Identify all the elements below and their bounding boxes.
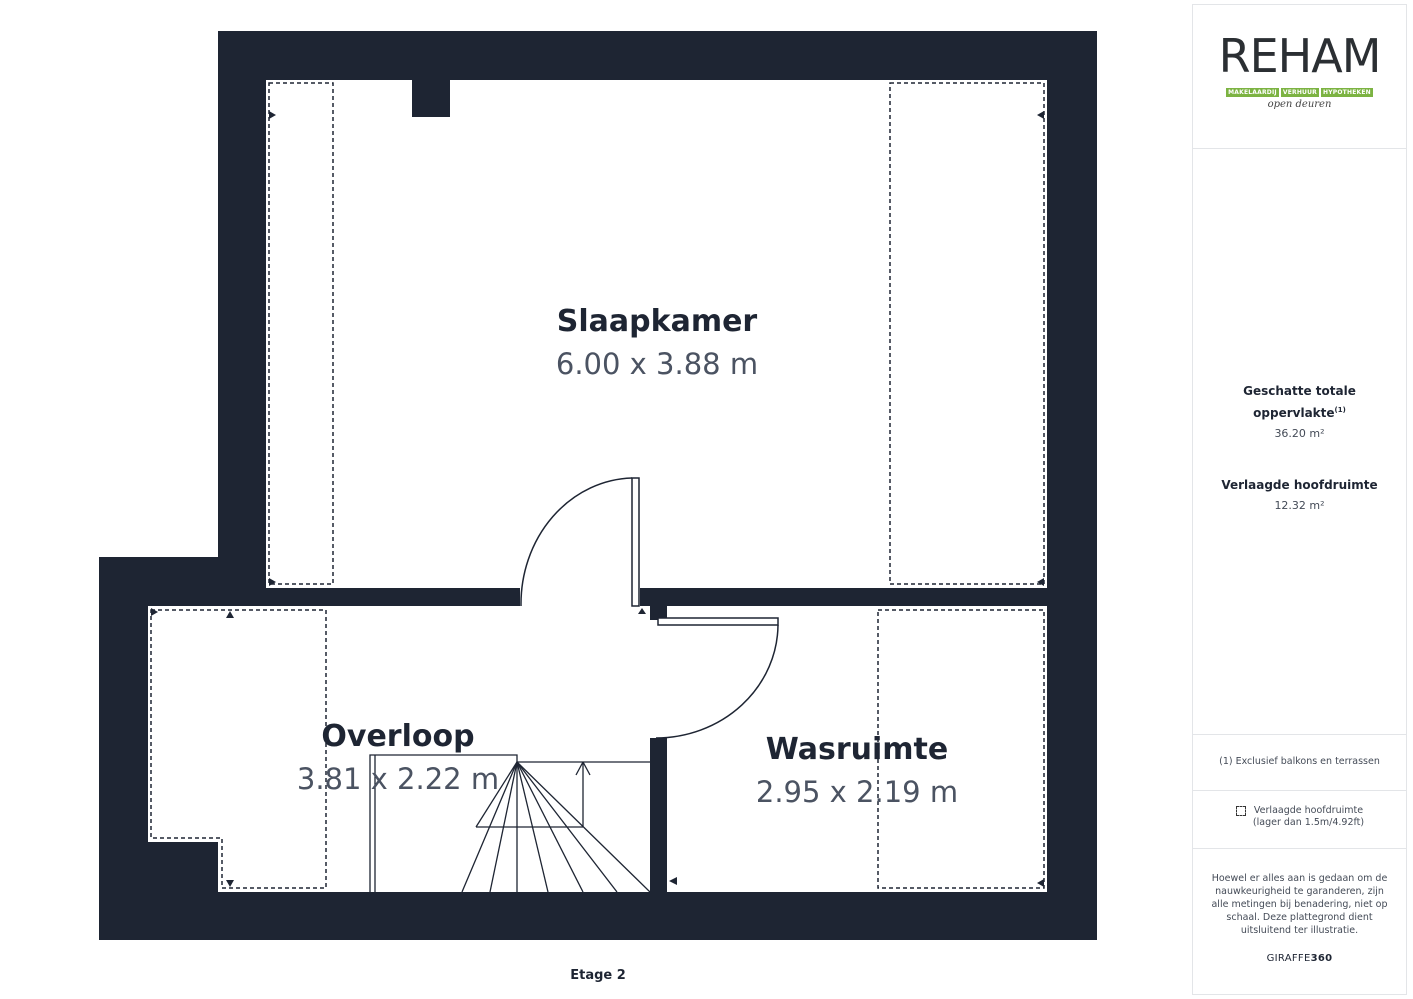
disclaimer: Hoewel er alles aan is gedaan om de nauw… [1211,873,1388,936]
reduced-height-zones [150,82,1045,889]
brand-suffix: 360 [1310,953,1333,964]
divider [1193,148,1406,149]
room-name-wasruimte: Wasruimte [766,732,949,767]
reduced-zone-wasruimte [877,609,1045,889]
total-area-note: (1) [1334,406,1346,414]
chimney-block [412,80,450,117]
reduced-zone-slaapkamer-left [268,82,334,585]
divider [1193,790,1406,791]
logo-strip-item: HYPOTHEKEN [1321,88,1373,97]
total-area-value: 36.20 m² [1274,427,1325,440]
divider [1193,734,1406,735]
floor-plan: Slaapkamer 6.00 x 3.88 m Overloop 3.81 x… [99,31,1097,940]
footnote: (1) Exclusief balkons en terrassen [1219,756,1380,767]
room-dimensions-slaapkamer: 6.00 x 3.88 m [556,347,758,381]
logo-strip-item: VERHUUR [1280,88,1320,97]
brand-logo: REHAM MAKELAARDIJ VERHUUR HYPOTHEKEN ope… [1193,33,1406,110]
logo-strip-item: MAKELAARDIJ [1226,88,1279,97]
divider [1193,848,1406,849]
reduced-zone-overloop [150,609,327,889]
giraffe360-brand: GIRAFFE360 [1193,953,1406,964]
reduced-zone-slaapkamer-right [889,82,1045,585]
legend-sublabel: (lager dan 1.5m/4.92ft) [1252,817,1365,828]
logo-strip: MAKELAARDIJ VERHUUR HYPOTHEKEN [1226,88,1373,97]
staircase [369,754,651,893]
bedroom-door [520,477,640,607]
reduced-height-value: 12.32 m² [1274,499,1325,512]
reduced-height-section: Verlaagde hoofdruimte 12.32 m² [1193,476,1406,512]
wasruimte-door [655,617,779,739]
total-area-title: Geschatte totale oppervlakte(1) [1243,384,1356,420]
brand-prefix: GIRAFFE [1266,953,1311,964]
room-dimensions-wasruimte: 2.95 x 2.19 m [756,775,958,809]
room-dimensions-overloop: 3.81 x 2.22 m [297,762,499,796]
sidebar: REHAM MAKELAARDIJ VERHUUR HYPOTHEKEN ope… [1192,4,1407,995]
wall-pillar [650,606,667,620]
wall-shape [99,31,1097,940]
logo-tagline: open deuren [1267,99,1332,110]
reduced-height-title: Verlaagde hoofdruimte [1221,478,1378,492]
room-name-overloop: Overloop [321,719,474,754]
zone-markers [151,111,1044,887]
total-area-section: Geschatte totale oppervlakte(1) 36.20 m² [1193,382,1406,440]
room-name-slaapkamer: Slaapkamer [557,304,758,339]
legend-label: Verlaagde hoofdruimte [1253,805,1364,816]
floor-label: Etage 2 [570,968,626,983]
dashed-square-icon [1235,806,1246,816]
logo-word: REHAM [1218,29,1382,83]
legend: Verlaagde hoofdruimte (lager dan 1.5m/4.… [1193,805,1406,829]
